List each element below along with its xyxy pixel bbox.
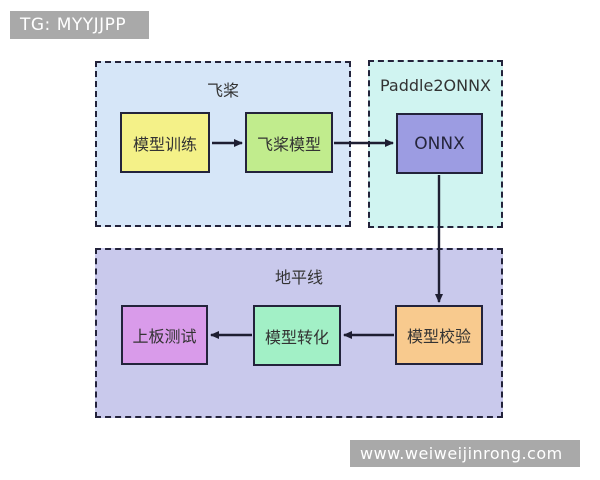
- watermark-badge-top: TG: MYYJJPP: [10, 11, 149, 39]
- node-board-testing: 上板测试: [121, 305, 208, 365]
- group-paddle-title: 飞桨: [206, 81, 239, 100]
- node-model-verification: 模型校验: [395, 305, 483, 365]
- group-paddle2onnx-title: Paddle2ONNX: [379, 76, 491, 95]
- node-model-training: 模型训练: [120, 112, 210, 173]
- node-paddle-model: 飞桨模型: [245, 112, 333, 173]
- group-horizon-title: 地平线: [274, 268, 323, 287]
- node-onnx: ONNX: [396, 113, 483, 174]
- watermark-badge-bottom: www.weiweijinrong.com: [350, 440, 580, 467]
- node-model-conversion: 模型转化: [253, 305, 341, 366]
